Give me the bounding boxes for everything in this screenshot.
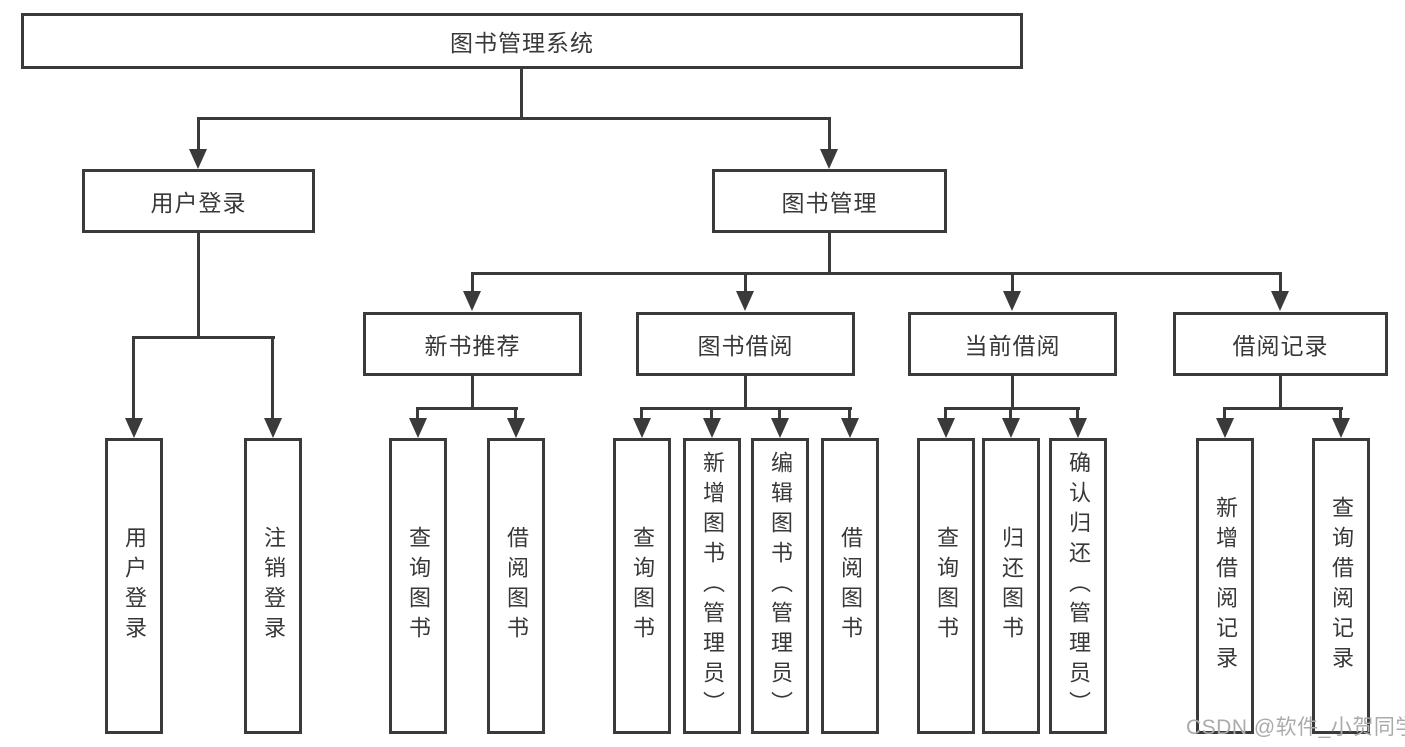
connector-line <box>944 407 1080 410</box>
leaf-label: 借阅图书 <box>504 526 529 646</box>
leaf-edit-books-admin: 编辑图书（管理员） <box>751 438 809 734</box>
leaf-add-books-admin: 新增图书（管理员） <box>683 438 741 734</box>
leaf-label: 查询图书 <box>934 526 959 646</box>
connector-line <box>1223 407 1226 418</box>
connector-line <box>1279 272 1282 291</box>
connector-line <box>944 407 947 418</box>
node-label: 图书管理 <box>781 190 878 216</box>
leaf-borrow-books-recommend: 借阅图书 <box>487 438 545 734</box>
leaf-label: 用户登录 <box>122 526 147 646</box>
arrowhead-down-icon <box>409 418 427 438</box>
connector-line <box>1279 376 1282 407</box>
connector-line <box>1223 407 1343 410</box>
connector-line <box>197 117 200 149</box>
leaf-label: 新增图书（管理员） <box>700 451 725 721</box>
leaf-query-books-borrow: 查询图书 <box>613 438 671 734</box>
leaf-label: 查询图书 <box>406 526 431 646</box>
arrowhead-down-icon <box>125 418 143 438</box>
connector-line <box>778 407 781 418</box>
connector-line <box>1339 407 1342 418</box>
connector-line <box>744 376 747 407</box>
leaf-borrow-books: 借阅图书 <box>821 438 879 734</box>
node-current-borrowing: 当前借阅 <box>908 312 1117 376</box>
csdn-watermark: CSDN @软件_小贺同学 <box>1186 716 1405 739</box>
node-book-management: 图书管理 <box>712 169 947 233</box>
connector-line <box>1011 376 1014 407</box>
connector-line <box>520 69 523 117</box>
node-library-management-system: 图书管理系统 <box>21 13 1023 69</box>
node-label: 用户登录 <box>150 190 247 216</box>
leaf-user-login: 用户登录 <box>105 438 163 734</box>
connector-line <box>416 407 419 418</box>
leaf-label: 归还图书 <box>999 526 1024 646</box>
connector-line <box>271 336 274 418</box>
connector-line <box>640 407 643 418</box>
leaf-query-borrow-record: 查询借阅记录 <box>1312 438 1370 734</box>
arrowhead-down-icon <box>507 418 525 438</box>
node-new-book-recommendation: 新书推荐 <box>363 312 582 376</box>
leaf-label: 编辑图书（管理员） <box>768 451 793 721</box>
arrowhead-down-icon <box>189 149 207 169</box>
connector-line <box>197 117 831 120</box>
node-user-login: 用户登录 <box>82 169 315 233</box>
connector-line <box>471 376 474 407</box>
connector-line <box>848 407 851 418</box>
arrowhead-down-icon <box>820 149 838 169</box>
leaf-label: 查询借阅记录 <box>1329 496 1354 676</box>
node-label: 新书推荐 <box>424 333 521 359</box>
leaf-label: 注销登录 <box>261 526 286 646</box>
connector-line <box>197 233 200 336</box>
arrowhead-down-icon <box>1271 291 1289 311</box>
leaf-return-books: 归还图书 <box>982 438 1040 734</box>
arrowhead-down-icon <box>463 291 481 311</box>
arrowhead-down-icon <box>1216 418 1234 438</box>
connector-line <box>132 336 275 339</box>
connector-line <box>514 407 517 418</box>
arrowhead-down-icon <box>1002 418 1020 438</box>
connector-line <box>828 117 831 149</box>
arrowhead-down-icon <box>703 418 721 438</box>
arrowhead-down-icon <box>1003 291 1021 311</box>
leaf-add-borrow-record: 新增借阅记录 <box>1196 438 1254 734</box>
connector-line <box>132 336 135 418</box>
connector-line <box>1011 272 1014 291</box>
leaf-logout: 注销登录 <box>244 438 302 734</box>
arrowhead-down-icon <box>736 291 754 311</box>
arrowhead-down-icon <box>937 418 955 438</box>
node-label: 借阅记录 <box>1232 333 1329 359</box>
connector-line <box>640 407 852 410</box>
connector-line <box>1076 407 1079 418</box>
node-borrowing-records: 借阅记录 <box>1173 312 1388 376</box>
leaf-confirm-return-admin: 确认归还（管理员） <box>1049 438 1107 734</box>
arrowhead-down-icon <box>771 418 789 438</box>
arrowhead-down-icon <box>841 418 859 438</box>
connector-line <box>471 272 1282 275</box>
connector-line <box>471 272 474 291</box>
node-label: 图书管理系统 <box>450 30 594 56</box>
connector-line <box>1009 407 1012 418</box>
arrowhead-down-icon <box>1069 418 1087 438</box>
node-label: 当前借阅 <box>964 333 1061 359</box>
connector-line <box>416 407 518 410</box>
leaf-query-books-recommend: 查询图书 <box>389 438 447 734</box>
node-book-borrowing: 图书借阅 <box>636 312 855 376</box>
connector-line <box>744 272 747 291</box>
arrowhead-down-icon <box>264 418 282 438</box>
leaf-label: 查询图书 <box>630 526 655 646</box>
node-label: 图书借阅 <box>697 333 794 359</box>
leaf-label: 确认归还（管理员） <box>1066 451 1091 721</box>
connector-line <box>828 233 831 272</box>
leaf-label: 新增借阅记录 <box>1213 496 1238 676</box>
arrowhead-down-icon <box>1332 418 1350 438</box>
arrowhead-down-icon <box>633 418 651 438</box>
leaf-label: 借阅图书 <box>838 526 863 646</box>
leaf-query-books-current: 查询图书 <box>917 438 975 734</box>
connector-line <box>710 407 713 418</box>
